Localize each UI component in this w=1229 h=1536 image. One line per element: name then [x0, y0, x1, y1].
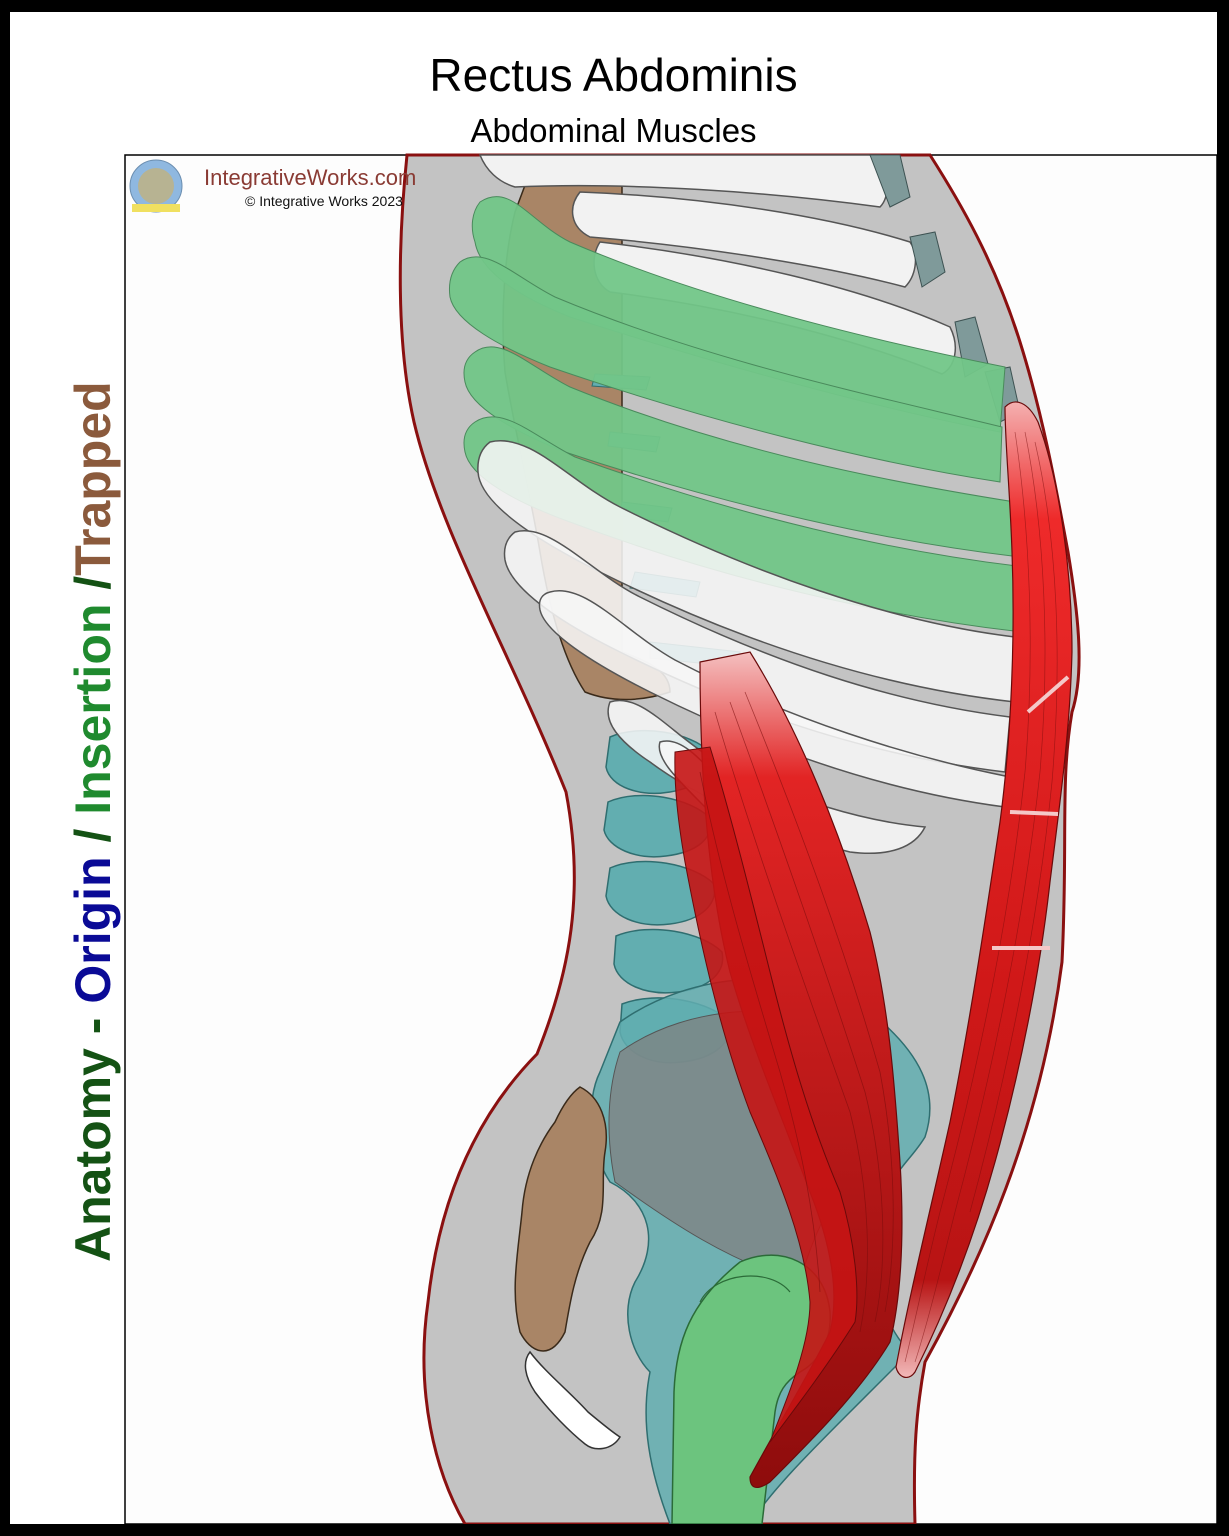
- label-separator-2: /: [65, 575, 121, 604]
- tendinous-intersections: [992, 675, 1070, 950]
- iliacus-muscle: [674, 746, 858, 1443]
- insertion-ribs: [449, 196, 1026, 633]
- label-origin: Origin: [65, 856, 121, 1004]
- copyright-notice: © Integrative Works 2023: [245, 193, 403, 209]
- anatomy-diagram: [124, 153, 1217, 1524]
- sacrum: [514, 1086, 607, 1352]
- coccyx: [524, 1350, 622, 1450]
- legend-vertical-label: Anatomy - Origin / Insertion /Trapped: [64, 381, 122, 1262]
- logo: [129, 159, 183, 213]
- label-trapped: Trapped: [65, 381, 121, 576]
- page-subtitle: Abdominal Muscles: [470, 112, 757, 149]
- psoas-fibers: [699, 691, 894, 1333]
- femur-neck: [699, 1275, 791, 1303]
- rectus-fibers: [904, 431, 1058, 1363]
- label-separator: /: [65, 814, 121, 857]
- page-title: Rectus Abdominis: [429, 49, 798, 101]
- brand-link[interactable]: IntegrativeWorks.com: [204, 165, 417, 190]
- rectus-abdominis: [895, 401, 1073, 1379]
- label-insertion: Insertion: [65, 603, 121, 815]
- poster: Rectus Abdominis Abdominal Muscles Integ…: [10, 12, 1217, 1524]
- label-anatomy: Anatomy -: [65, 1003, 121, 1262]
